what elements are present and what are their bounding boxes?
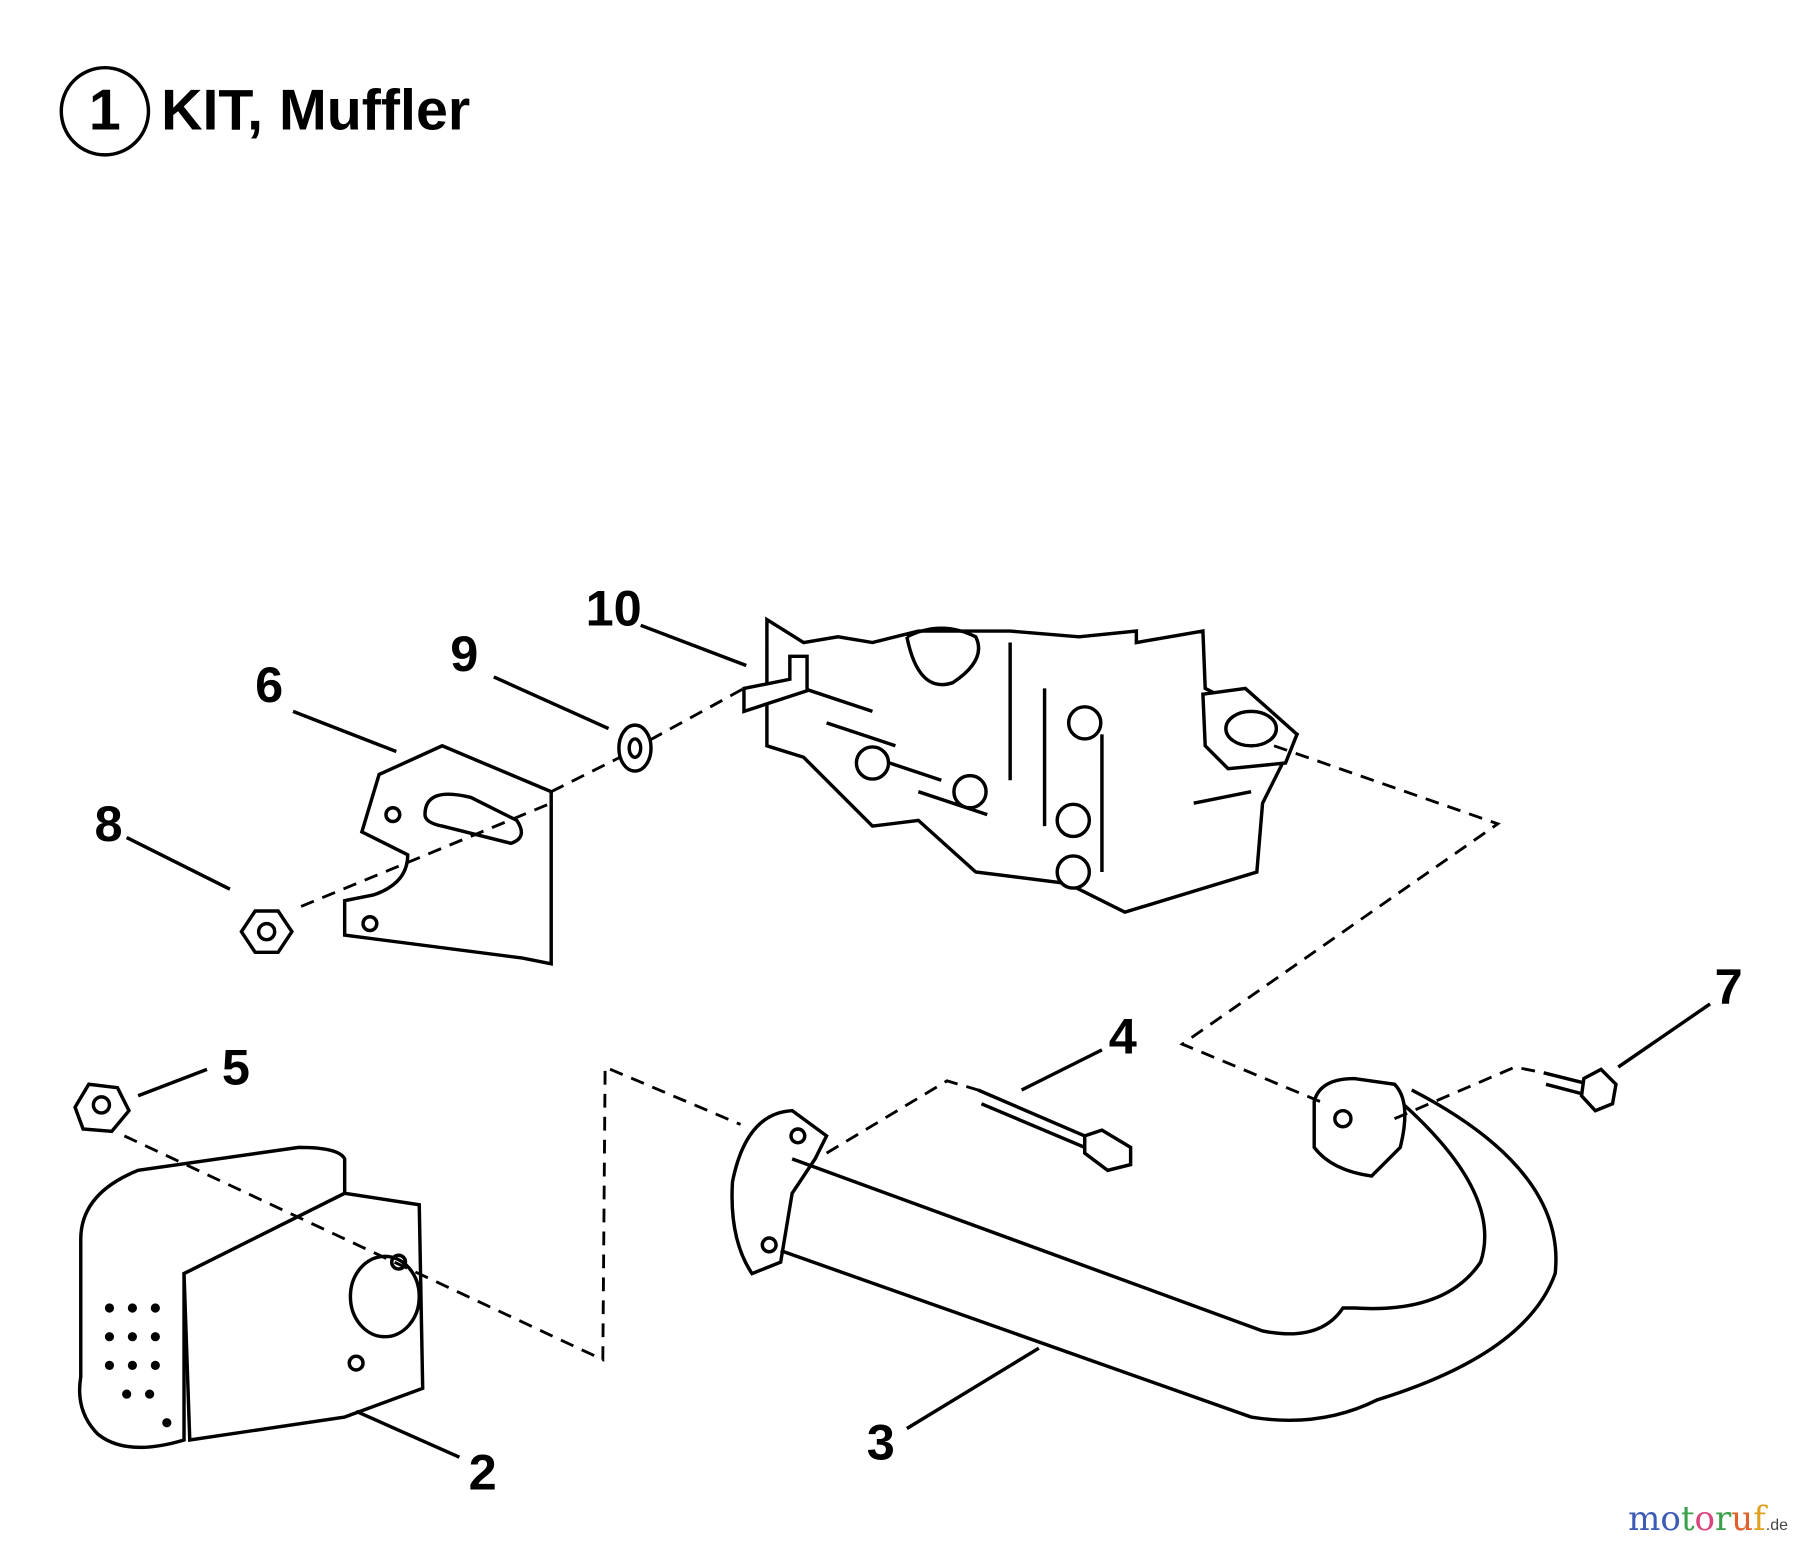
bracket-6 xyxy=(342,743,553,966)
callout-2: 2 xyxy=(469,1443,497,1500)
title-number: 1 xyxy=(89,79,121,143)
watermark-letter: o xyxy=(1660,1499,1681,1539)
muffler-2 xyxy=(77,1145,425,1450)
bolt-4 xyxy=(977,1088,1133,1173)
watermark-letter: t xyxy=(1680,1499,1695,1539)
callout-6: 6 xyxy=(255,656,283,713)
page-title: KIT, Muffler xyxy=(161,79,470,143)
engine-block xyxy=(765,616,1300,915)
callout-8: 8 xyxy=(95,795,123,852)
watermark-logo: motoruf.de xyxy=(1628,1499,1788,1539)
watermark-letter: r xyxy=(1714,1499,1732,1539)
watermark-suffix: .de xyxy=(1765,1517,1788,1534)
callout-7: 7 xyxy=(1715,958,1743,1015)
watermark-letter: o xyxy=(1694,1499,1715,1539)
bolt-7 xyxy=(1543,1067,1618,1113)
nut-8 xyxy=(239,909,294,955)
stud-10 xyxy=(742,654,809,714)
nut-5 xyxy=(73,1082,132,1134)
callout-9: 9 xyxy=(450,625,478,682)
watermark-letter: m xyxy=(1628,1499,1661,1539)
callout-5: 5 xyxy=(222,1038,250,1095)
watermark-letter: u xyxy=(1731,1499,1754,1539)
callout-4: 4 xyxy=(1109,1007,1137,1064)
callout-3: 3 xyxy=(867,1413,895,1470)
assembly-lines xyxy=(123,687,1544,1362)
callout-10: 10 xyxy=(586,579,642,636)
leader-lines xyxy=(125,623,1712,1459)
exhaust-pipe-3 xyxy=(730,1076,1558,1422)
title-number-circle xyxy=(59,65,151,157)
washer-9 xyxy=(617,723,653,773)
watermark-letter: f xyxy=(1753,1499,1766,1539)
